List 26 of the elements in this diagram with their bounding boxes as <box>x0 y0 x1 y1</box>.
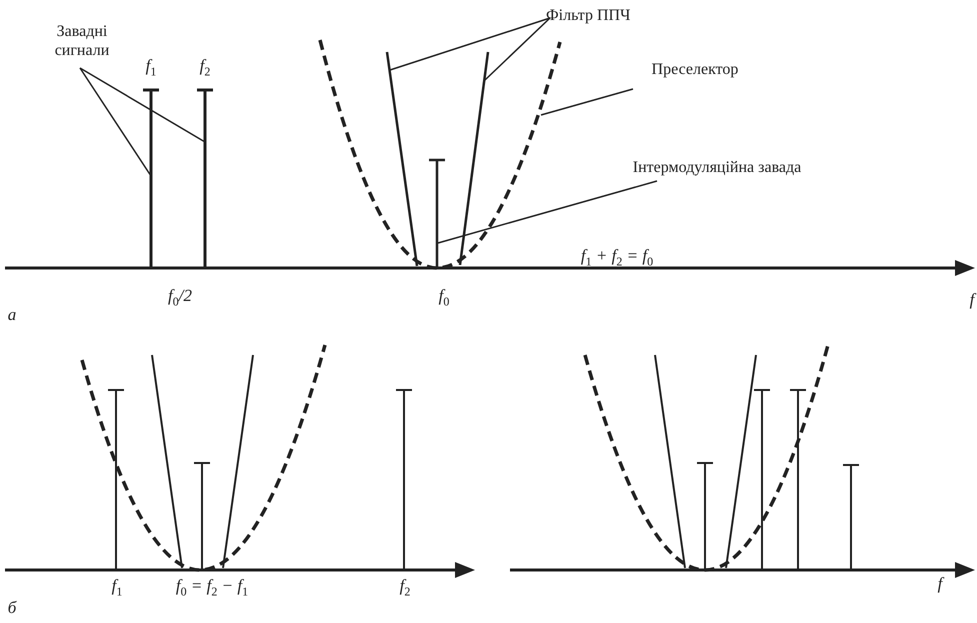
leader-line <box>79 68 152 176</box>
frequency-label: f$_{0}$/2 <box>168 286 192 310</box>
callout-text: Преселектор <box>640 60 750 79</box>
preselector-curve <box>318 40 562 270</box>
spectral-line <box>429 158 445 268</box>
callout-text: Інтермодуляційна завада <box>612 158 822 177</box>
callout-text: Фільтр ППЧ <box>546 6 686 25</box>
frequency-label: f$_{1}$ <box>112 576 122 600</box>
frequency-formula: f$_{1}$ + f$_{2}$ = f$_{0}$ <box>580 246 654 270</box>
frequency-formula: f$_{0}$ = f$_{2}$ − f$_{1}$ <box>176 576 248 600</box>
leader-line <box>390 17 550 71</box>
axis-label: f <box>938 574 942 594</box>
spectral-line <box>143 88 159 268</box>
frequency-label: f$_{0}$ <box>438 286 450 310</box>
callout-text: Завадні сигнали <box>40 22 124 60</box>
panel-label: а <box>8 305 16 325</box>
frequency-label: f$_{1}$ <box>146 56 156 80</box>
frequency-label: f$_{2}$ <box>200 56 210 80</box>
frequency-label: f$_{2}$ <box>400 576 410 600</box>
spectral-line <box>197 88 213 268</box>
leader-line <box>484 17 551 81</box>
panel-label: б <box>8 598 16 618</box>
leader-line <box>540 88 634 116</box>
leader-line <box>438 180 658 244</box>
axis-label: f <box>970 290 974 310</box>
leader-line <box>80 67 206 143</box>
